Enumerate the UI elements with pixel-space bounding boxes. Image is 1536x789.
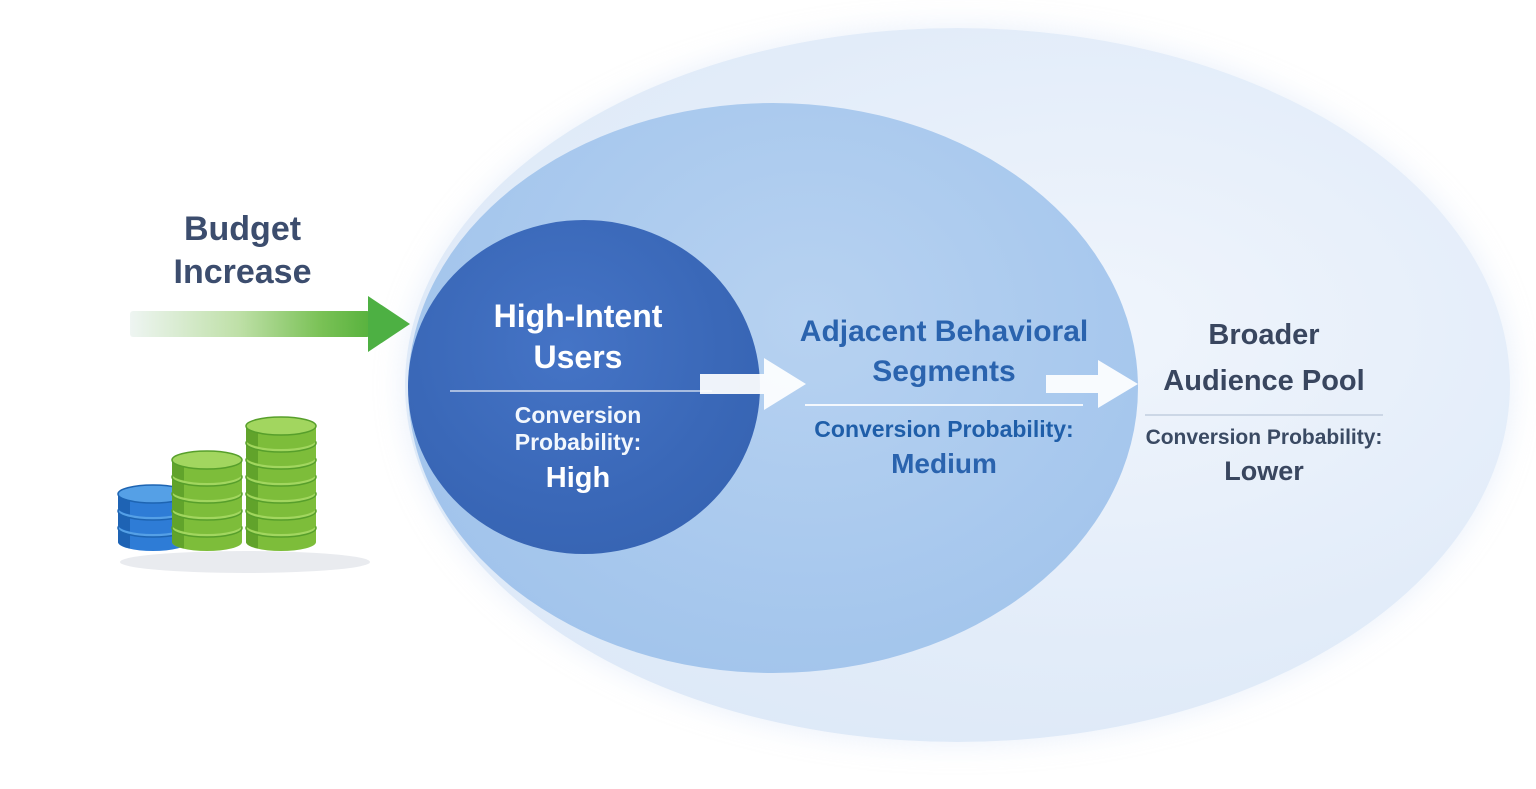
segment-title: High-Intent Users (493, 298, 663, 375)
conversion-label: Conversion Probability: (514, 402, 642, 455)
conversion-value: Lower (1224, 456, 1304, 486)
conversion-value: Medium (891, 448, 997, 479)
conversion-label: Conversion Probability: (814, 416, 1074, 442)
budget-arrow-icon (130, 296, 410, 352)
flow-arrow-icon-1 (700, 358, 806, 410)
segment-divider (805, 404, 1083, 406)
budget-arrow-head (368, 296, 410, 352)
conversion-value: High (545, 462, 611, 494)
segment-title: Adjacent Behavioral Segments (799, 315, 1089, 388)
budget-arrow-body (130, 311, 370, 337)
coin-stacks-icon (117, 416, 370, 573)
segment-divider (1145, 414, 1383, 416)
coin-shadow (120, 551, 370, 573)
segment-label-broader: Broader Audience Pool Conversion Probabi… (1140, 312, 1388, 487)
budget-increase-label: Budget Increase (173, 210, 312, 291)
segment-label-adjacent: Adjacent Behavioral Segments Conversion … (788, 312, 1100, 480)
conversion-label: Conversion Probability: (1145, 426, 1383, 449)
segment-label-high-intent: High-Intent Users Conversion Probability… (450, 296, 712, 495)
flow-arrow-icon-2 (1046, 360, 1138, 408)
segment-divider (450, 390, 712, 392)
segment-title: Broader Audience Pool (1163, 319, 1365, 397)
